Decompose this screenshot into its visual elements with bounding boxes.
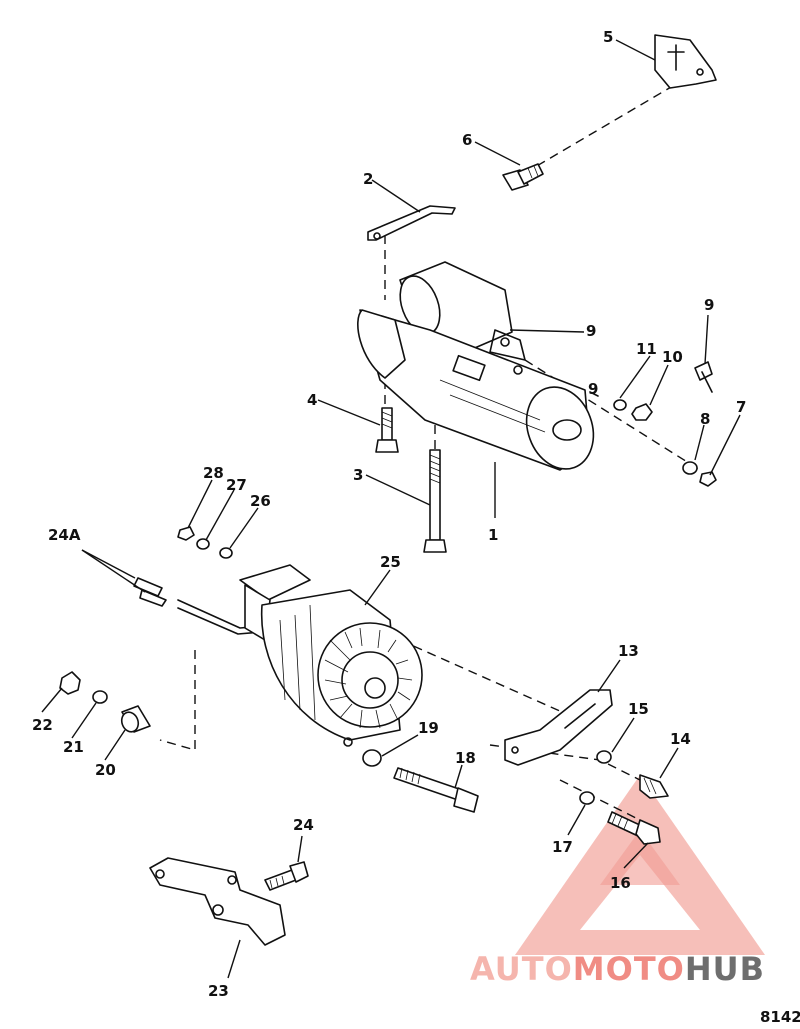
callout-9-low: 9 [588, 380, 598, 398]
callout-25: 25 [380, 553, 401, 571]
adjusting-bracket-part-13 [504, 689, 613, 766]
callout-26: 26 [250, 492, 271, 510]
callout-7: 7 [736, 398, 746, 416]
callout-6: 6 [462, 131, 472, 149]
assembly-lines [159, 69, 701, 821]
bolt-part-4 [375, 407, 399, 453]
callout-1: 1 [488, 526, 498, 544]
spacer-nut-washer [59, 671, 151, 733]
callout-21: 21 [63, 738, 84, 756]
alternator-part-25 [239, 564, 423, 747]
callout-13: 13 [618, 642, 639, 660]
strap-part-2 [367, 205, 456, 241]
callout-20: 20 [95, 761, 116, 779]
starter-motor-part-1 [357, 261, 595, 471]
leader-lines [41, 39, 741, 979]
callout-24: 24 [293, 816, 314, 834]
callout-17: 17 [552, 838, 573, 856]
callout-27: 27 [226, 476, 247, 494]
callout-10: 10 [662, 348, 683, 366]
callout-11: 11 [636, 340, 657, 358]
bracket-part-5 [654, 34, 717, 89]
callout-23: 23 [208, 982, 229, 1000]
alternator-bolt-washer [362, 749, 479, 813]
callout-16: 16 [610, 874, 631, 892]
callout-22: 22 [32, 716, 53, 734]
bracket-hardware [579, 750, 669, 845]
starter-hardware [589, 361, 717, 487]
callout-18: 18 [455, 749, 476, 767]
callout-15: 15 [628, 700, 649, 718]
watermark-text: AUTOMOTOHUB [470, 950, 765, 988]
wire-connectors-part-24a [133, 577, 263, 635]
callout-9-top: 9 [704, 296, 714, 314]
callout-9-mid: 9 [586, 322, 596, 340]
callout-28: 28 [203, 464, 224, 482]
watermark-part-auto: AUTO [470, 950, 573, 988]
watermark-part-hub: HUB [685, 950, 765, 988]
callout-24a: 24A [48, 526, 81, 544]
callout-2: 2 [363, 170, 373, 188]
figure-code: 8142 [760, 1008, 800, 1026]
bolt-part-24 [264, 861, 309, 891]
svg-text:AUTOMOTOHUB: AUTOMOTOHUB [470, 950, 765, 988]
callout-8: 8 [700, 410, 710, 428]
callout-14: 14 [670, 730, 691, 748]
callout-19: 19 [418, 719, 439, 737]
callout-labels: 1 2 3 4 5 6 7 8 9 9 9 10 11 13 14 15 16 … [32, 28, 746, 1000]
alternator-nut-washers [177, 526, 233, 559]
bolt-part-6 [502, 163, 544, 191]
callout-3: 3 [353, 466, 363, 484]
mount-bracket-part-23 [149, 857, 286, 946]
watermark-logo [515, 775, 765, 955]
callout-5: 5 [603, 28, 613, 46]
watermark-part-moto: MOTO [573, 950, 685, 988]
bolt-part-3 [423, 449, 447, 553]
callout-4: 4 [307, 391, 317, 409]
